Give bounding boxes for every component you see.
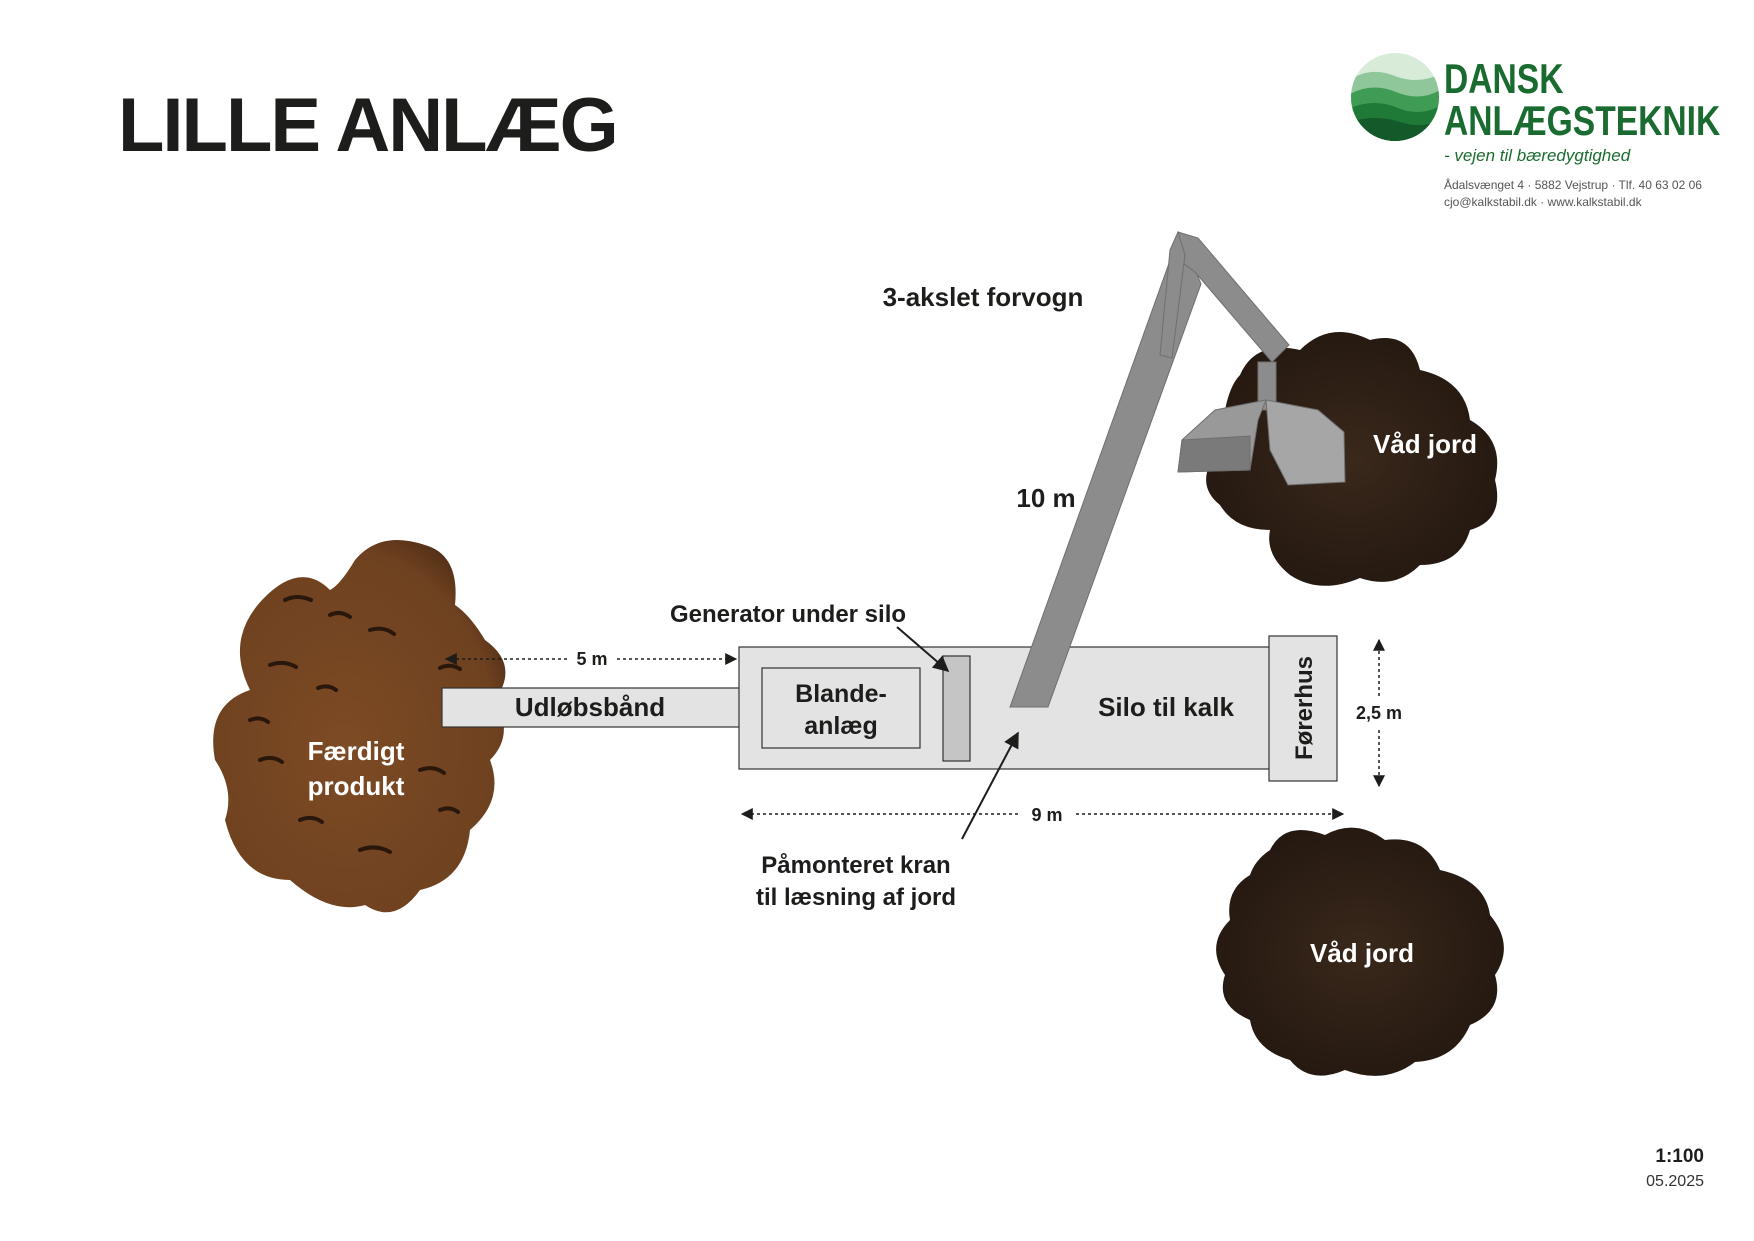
wet-soil-pile-top	[1206, 332, 1498, 586]
company-contact: cjo@kalkstabil.dk · www.kalkstabil.dk	[1444, 195, 1642, 209]
product-pile-texture	[248, 595, 462, 854]
finished-product-label-line1: Færdigt	[308, 736, 405, 766]
company-address: Ådalsvænget 4 · 5882 Vejstrup · Tlf. 40 …	[1444, 178, 1702, 192]
crane-label-line2: til læsning af jord	[756, 884, 956, 911]
company-logo: DANSK ANLÆGSTEKNIK - vejen til bæredygti…	[1350, 50, 1730, 215]
brand-name-line2: ANLÆGSTEKNIK	[1444, 97, 1721, 144]
generator-label: Generator under silo	[670, 601, 906, 628]
mixing-plant-label-line1: Blande-	[795, 680, 887, 708]
mixing-plant-label-line2: anlæg	[804, 712, 878, 740]
wet-soil-top-label: Våd jord	[1373, 429, 1477, 459]
generator	[942, 655, 971, 762]
generator-pointer-arrow	[896, 626, 950, 673]
discharge-belt	[441, 687, 741, 728]
grab-bucket	[1177, 361, 1346, 486]
crane-label-line1: Påmonteret kran	[761, 852, 950, 879]
arm-length-label: 10 m	[1016, 483, 1075, 513]
wet-soil-bottom-label: Våd jord	[1310, 938, 1414, 968]
brand-tagline: - vejen til bæredygtighed	[1444, 146, 1631, 165]
width-label: 2,5 m	[1356, 703, 1402, 723]
brand-name-line1: DANSK	[1444, 55, 1564, 102]
drivers-cab	[1268, 635, 1338, 782]
drivers-cab-label: Førerhus	[1291, 656, 1318, 760]
mixing-plant	[761, 667, 921, 749]
page-title: LILLE ANLÆG	[118, 83, 619, 168]
crane-arm	[1009, 230, 1290, 708]
scale-label: 1:100	[1655, 1146, 1704, 1167]
date-label: 05.2025	[1646, 1173, 1704, 1190]
forvogn-label: 3-akslet forvogn	[883, 282, 1084, 312]
landscape-logo-icon	[1351, 53, 1439, 141]
belt-distance-label: 5 m	[576, 649, 607, 669]
finished-product-pile	[213, 540, 506, 913]
discharge-belt-label: Udløbsbånd	[515, 692, 665, 722]
length-label: 9 m	[1031, 805, 1062, 825]
wet-soil-pile-bottom	[1216, 827, 1504, 1076]
silo-label: Silo til kalk	[1098, 692, 1234, 722]
finished-product-label-line2: produkt	[308, 771, 405, 801]
crane-pointer-arrow	[961, 731, 1019, 840]
